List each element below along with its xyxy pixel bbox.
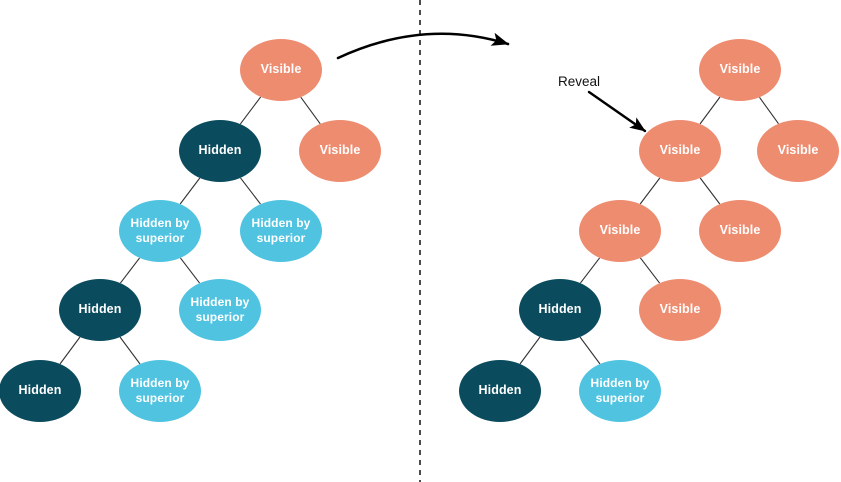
tree-node-label: Hidden by superior bbox=[190, 295, 250, 324]
tree-node-hidden[interactable]: Hidden bbox=[59, 279, 141, 341]
tree-node-label: Visible bbox=[659, 302, 701, 317]
tree-node-label: Visible bbox=[260, 62, 302, 77]
tree-node-label: Visible bbox=[777, 143, 819, 158]
tree-node-hidden-by-superior[interactable]: Hidden by superior bbox=[119, 360, 201, 422]
tree-node-hidden-by-superior[interactable]: Hidden by superior bbox=[240, 200, 322, 262]
tree-node-label: Visible bbox=[719, 223, 761, 238]
tree-node-visible[interactable]: Visible bbox=[579, 200, 661, 262]
tree-node-label: Hidden bbox=[198, 143, 242, 158]
tree-node-label: Hidden bbox=[478, 383, 522, 398]
tree-node-hidden[interactable]: Hidden bbox=[519, 279, 601, 341]
tree-node-visible[interactable]: Visible bbox=[699, 39, 781, 101]
tree-node-visible[interactable]: Visible bbox=[639, 279, 721, 341]
tree-node-label: Visible bbox=[659, 143, 701, 158]
tree-node-label: Hidden bbox=[538, 302, 582, 317]
tree-node-label: Hidden by superior bbox=[590, 376, 650, 405]
tree-node-hidden[interactable]: Hidden bbox=[459, 360, 541, 422]
tree-node-label: Hidden by superior bbox=[130, 376, 190, 405]
tree-node-label: Visible bbox=[319, 143, 361, 158]
tree-node-label: Hidden bbox=[78, 302, 122, 317]
tree-node-visible[interactable]: Visible bbox=[240, 39, 322, 101]
tree-node-label: Visible bbox=[599, 223, 641, 238]
tree-node-hidden-by-superior[interactable]: Hidden by superior bbox=[579, 360, 661, 422]
tree-node-hidden[interactable]: Hidden bbox=[179, 120, 261, 182]
tree-node-hidden[interactable]: Hidden bbox=[0, 360, 81, 422]
tree-node-visible[interactable]: Visible bbox=[639, 120, 721, 182]
tree-node-label: Visible bbox=[719, 62, 761, 77]
tree-node-hidden-by-superior[interactable]: Hidden by superior bbox=[179, 279, 261, 341]
tree-node-hidden-by-superior[interactable]: Hidden by superior bbox=[119, 200, 201, 262]
tree-node-visible[interactable]: Visible bbox=[699, 200, 781, 262]
tree-node-label: Hidden by superior bbox=[130, 216, 190, 245]
tree-node-label: Hidden bbox=[18, 383, 62, 398]
tree-node-visible[interactable]: Visible bbox=[299, 120, 381, 182]
tree-node-label: Hidden by superior bbox=[251, 216, 311, 245]
tree-node-visible[interactable]: Visible bbox=[757, 120, 839, 182]
